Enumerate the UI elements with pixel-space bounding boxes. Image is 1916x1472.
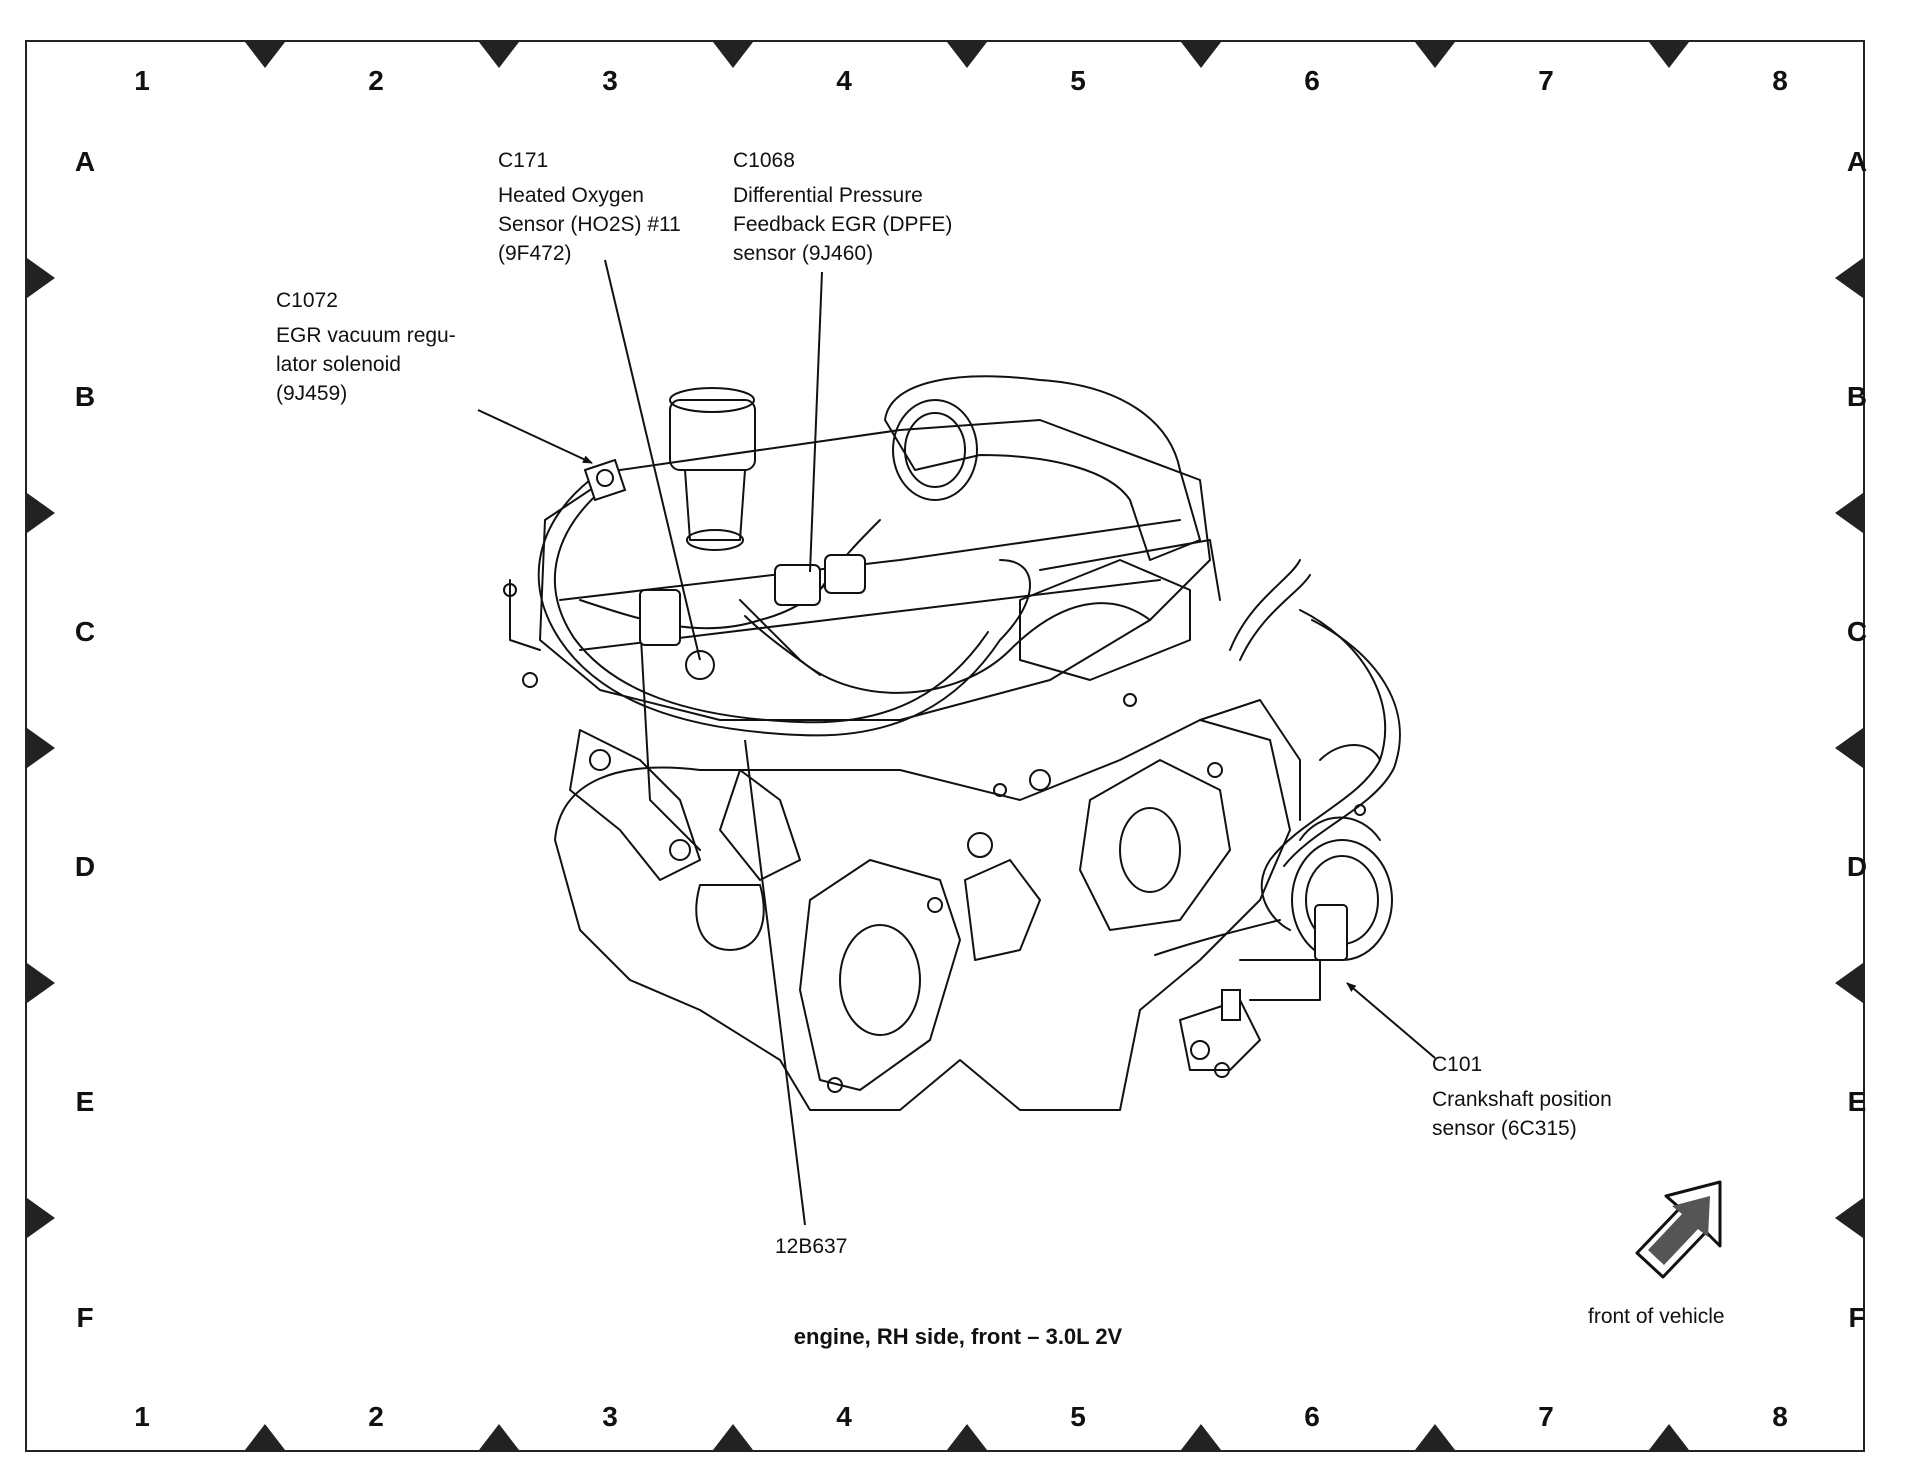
- grid-col-4-top: 4: [836, 65, 852, 96]
- grid-col-8-bottom: 8: [1772, 1401, 1788, 1432]
- grid-col-6-bottom: 6: [1304, 1401, 1320, 1432]
- figure-caption: engine, RH side, front – 3.0L 2V: [793, 1324, 1123, 1349]
- grid-col-2-bottom: 2: [368, 1401, 384, 1432]
- grid-row-E-left: E: [75, 1086, 95, 1117]
- callout-c171-desc-2: Sensor (HO2S) #11: [498, 213, 681, 236]
- callout-c171-desc-3: (9F472): [498, 242, 572, 265]
- sensor-connectors: [583, 458, 1348, 1021]
- grid-row-D-left: D: [74, 851, 96, 882]
- callout-c1072-desc-1: EGR vacuum regu-: [276, 324, 456, 347]
- engine-outline: [503, 375, 1393, 1111]
- callout-c101-desc-1: Crankshaft position: [1432, 1088, 1612, 1111]
- grid-col-4-bottom: 4: [836, 1401, 852, 1432]
- diagram-frame: [25, 40, 1865, 1452]
- grid-col-7-top: 7: [1538, 65, 1554, 96]
- callout-c1072-connector: C1072: [276, 289, 338, 312]
- grid-col-3-bottom: 3: [602, 1401, 618, 1432]
- grid-row-F-right: F: [1848, 1302, 1866, 1333]
- callout-c1068-desc-3: sensor (9J460): [733, 242, 874, 265]
- grid-row-F-left: F: [76, 1302, 94, 1333]
- grid-col-2-top: 2: [368, 65, 384, 96]
- callout-c171-connector: C171: [498, 149, 549, 172]
- callout-c1068-desc-2: Feedback EGR (DPFE): [733, 213, 953, 236]
- wiring-harness: [537, 479, 1401, 931]
- frame-markers: [27, 42, 1863, 1450]
- grid-row-A-right: A: [1846, 146, 1868, 177]
- leader-lines: [477, 259, 1436, 1226]
- grid-col-5-bottom: 5: [1070, 1401, 1086, 1432]
- callout-harness-label: 12B637: [775, 1235, 848, 1258]
- grid-col-1-top: 1: [134, 65, 150, 96]
- callout-c171-desc-1: Heated Oxygen: [498, 184, 644, 207]
- front-arrow-icon: [1635, 1180, 1722, 1279]
- grid-col-1-bottom: 1: [134, 1401, 150, 1432]
- callout-c1068-connector: C1068: [733, 149, 795, 172]
- grid-row-C-right: C: [1846, 616, 1868, 647]
- grid-row-B-right: B: [1846, 381, 1868, 412]
- grid-row-D-right: D: [1846, 851, 1868, 882]
- grid-col-3-top: 3: [602, 65, 618, 96]
- callout-c1072-desc-2: lator solenoid: [276, 353, 401, 376]
- front-of-vehicle-label: front of vehicle: [1588, 1305, 1725, 1328]
- grid-col-6-top: 6: [1304, 65, 1320, 96]
- grid-row-E-right: E: [1847, 1086, 1867, 1117]
- callout-c101-desc-2: sensor (6C315): [1432, 1117, 1577, 1140]
- grid-row-B-left: B: [74, 381, 96, 412]
- grid-col-8-top: 8: [1772, 65, 1788, 96]
- grid-col-7-bottom: 7: [1538, 1401, 1554, 1432]
- grid-row-C-left: C: [74, 616, 96, 647]
- callout-c1068-desc-1: Differential Pressure: [733, 184, 923, 207]
- callout-c101-connector: C101: [1432, 1053, 1483, 1076]
- grid-row-A-left: A: [74, 146, 96, 177]
- grid-col-5-top: 5: [1070, 65, 1086, 96]
- callout-c1072-desc-3: (9J459): [276, 382, 348, 405]
